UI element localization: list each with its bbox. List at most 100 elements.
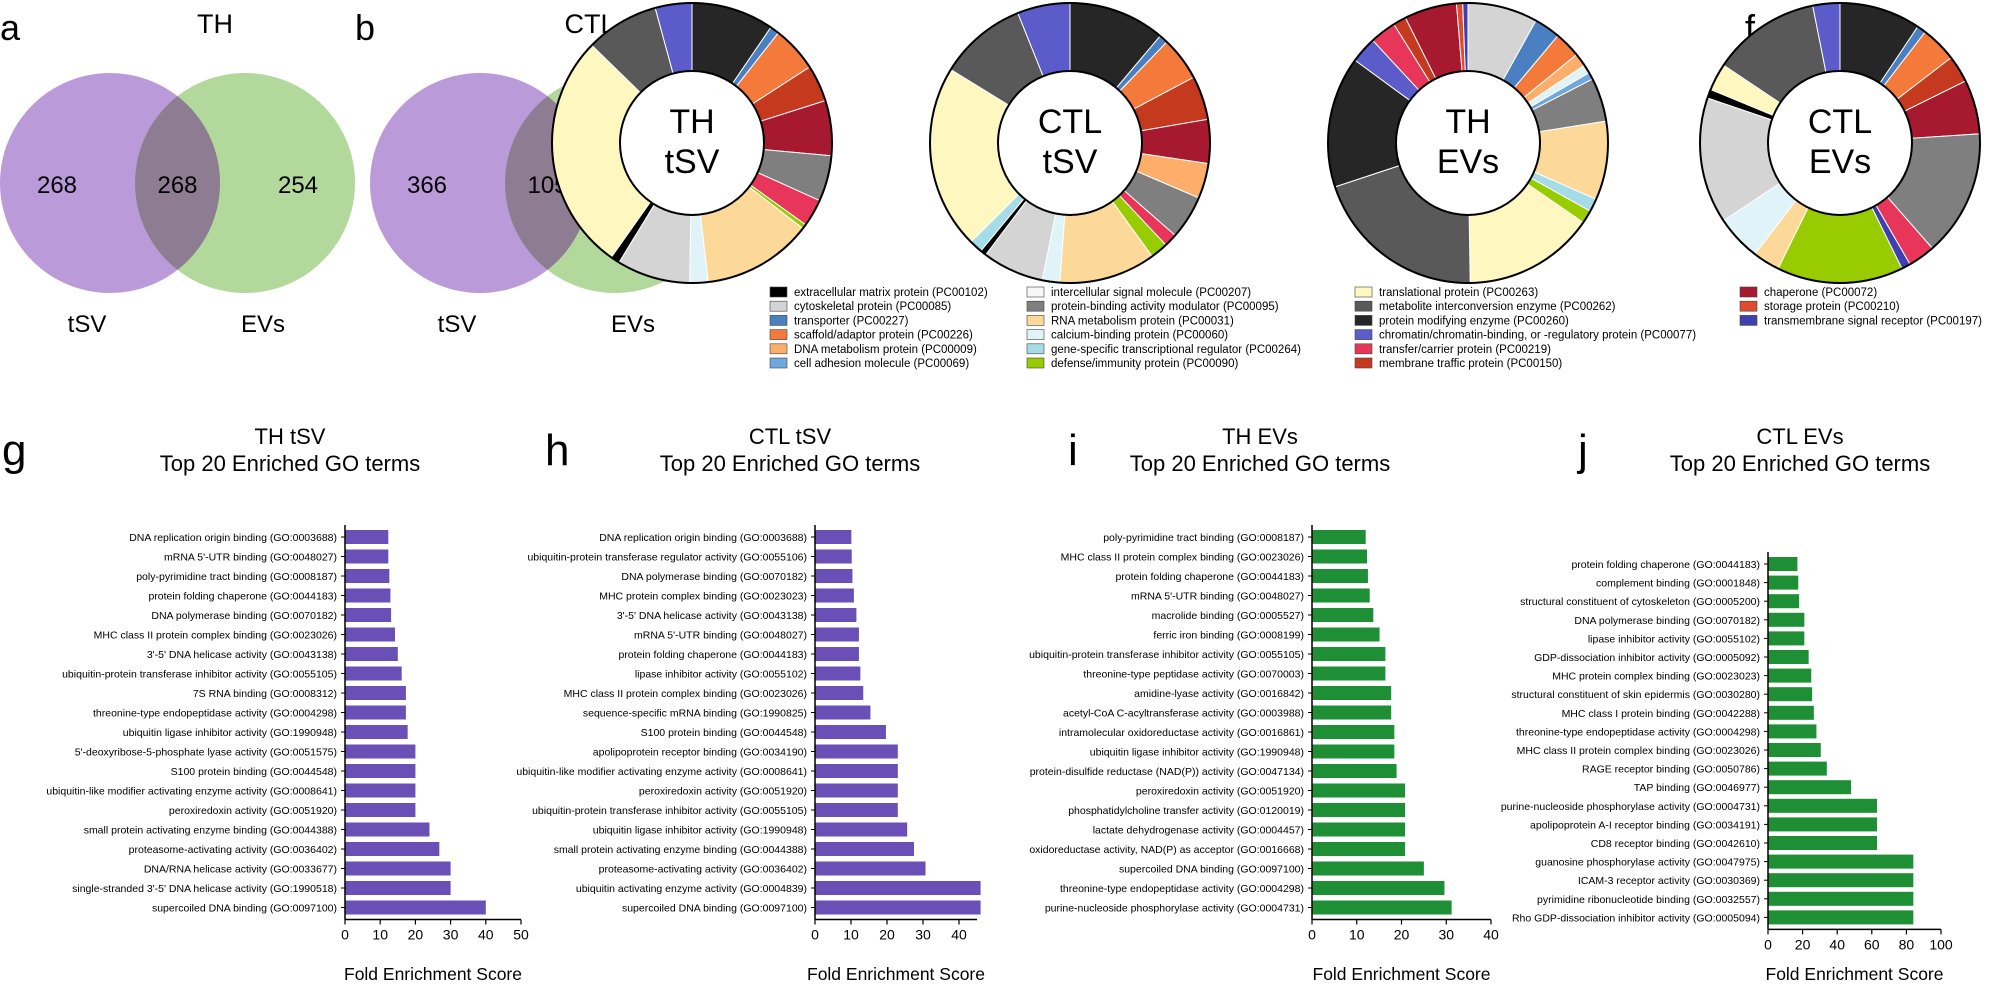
- x-tick-label: 20: [1394, 927, 1410, 943]
- bar: [1768, 631, 1805, 646]
- bar: [815, 647, 859, 661]
- bar: [345, 822, 430, 837]
- legend-swatch: [769, 357, 788, 369]
- x-tick-label: 80: [1899, 936, 1915, 952]
- donut-center-line1: CTL: [1038, 103, 1102, 141]
- legend-entry: metabolite interconversion enzyme (PC002…: [1354, 300, 1616, 313]
- legend-label: metabolite interconversion enzyme (PC002…: [1379, 301, 1616, 313]
- bar-category-label: proteasome-activating activity (GO:00364…: [599, 864, 807, 876]
- bar: [815, 627, 859, 642]
- bar: [1312, 822, 1406, 837]
- bar-category-label: intramolecular oxidoreductase activity (…: [1059, 727, 1304, 739]
- bar-category-label: S100 protein binding (GO:0044548): [171, 766, 337, 778]
- bar: [1768, 668, 1812, 683]
- donut-hole: [997, 70, 1143, 216]
- bar-category-label: single-stranded 3'-5' DNA helicase activ…: [72, 883, 337, 895]
- donut-center-line1: TH: [1445, 103, 1490, 141]
- bar: [815, 842, 914, 856]
- bar-category-label: small protein activating enzyme binding …: [84, 825, 337, 837]
- legend-entry: membrane traffic protein (PC00150): [1354, 357, 1562, 370]
- bar: [1768, 557, 1798, 571]
- bar-category-label: MHC class I protein binding (GO:0042288): [1562, 708, 1760, 720]
- legend-swatch: [1026, 357, 1045, 369]
- bar-category-label: ubiquitin-protein transferase regulator …: [527, 552, 807, 564]
- legend-label: transfer/carrier protein (PC00219): [1379, 344, 1551, 356]
- venn-label-tsv: tSV: [438, 311, 477, 338]
- bar: [345, 842, 440, 856]
- x-tick-label: 100: [1929, 936, 1953, 952]
- bar: [345, 725, 408, 739]
- bar-category-label: DNA polymerase binding (GO:0070182): [621, 571, 807, 583]
- x-tick-label: 40: [951, 927, 967, 943]
- bar: [815, 608, 857, 622]
- bar: [345, 783, 416, 798]
- bar-category-label: ubiquitin ligase inhibitor activity (GO:…: [123, 727, 337, 739]
- bar-category-label: ubiquitin activating enzyme activity (GO…: [576, 883, 807, 895]
- venn-label-tsv: tSV: [68, 311, 107, 338]
- donut-outer-ring: [551, 2, 833, 284]
- bar-category-label: ubiquitin-protein transferase inhibitor …: [62, 669, 337, 681]
- bar-category-label: peroxiredoxin activity (GO:0051920): [639, 786, 807, 798]
- bar: [1312, 549, 1368, 564]
- bar-category-label: purine-nucleoside phosphorylase activity…: [1045, 903, 1304, 915]
- bar: [815, 569, 853, 583]
- bar: [345, 549, 389, 564]
- bar: [1312, 842, 1406, 856]
- bar-category-label: MHC class II protein complex binding (GO…: [564, 688, 807, 700]
- bar-category-label: 5'-deoxyribose-5-phosphate lyase activit…: [75, 747, 337, 759]
- bar: [1312, 647, 1386, 661]
- bar-category-label: threonine-type endopeptidase activity (G…: [1516, 726, 1760, 738]
- legend-label: transporter (PC00227): [794, 315, 909, 327]
- donut-center-line1: CTL: [1808, 103, 1872, 141]
- bar-category-label: guanosine phosphorylase activity (GO:004…: [1535, 857, 1760, 869]
- bar-category-label: supercoiled DNA binding (GO:0097100): [1119, 864, 1304, 876]
- legend-swatch: [1354, 286, 1373, 298]
- bar-category-label: 3'-5' DNA helicase activity (GO:0043138): [147, 649, 337, 661]
- bar: [1312, 783, 1406, 798]
- donut-center-line1: TH: [669, 103, 714, 141]
- donut-d: dCTLtSV: [929, 2, 1211, 284]
- bar-category-label: DNA/RNA helicase activity (GO:0033677): [144, 864, 337, 876]
- panel-letter: h: [545, 426, 569, 475]
- bar-category-label: protein folding chaperone (GO:0044183): [1115, 571, 1304, 583]
- bar: [1768, 873, 1914, 888]
- bar: [1768, 743, 1821, 757]
- bar: [345, 881, 451, 895]
- bar: [815, 725, 886, 739]
- bar-category-label: lipase inhibitor activity (GO:0055102): [1588, 633, 1760, 645]
- bar: [1768, 761, 1827, 776]
- bar: [815, 549, 852, 564]
- donut-outer-ring: [1327, 2, 1609, 284]
- legend-entry: defense/immunity protein (PC00090): [1026, 357, 1238, 370]
- venn-title: TH: [197, 9, 233, 39]
- x-axis-title: Fold Enrichment Score: [1313, 964, 1491, 984]
- legend-entry: chaperone (PC00072): [1739, 286, 1877, 299]
- bar: [345, 705, 406, 720]
- bar-category-label: proteasome-activating activity (GO:00364…: [129, 844, 337, 856]
- bar: [815, 764, 898, 778]
- bar-category-label: pyrimidine ribonucleotide binding (GO:00…: [1537, 894, 1760, 906]
- bar: [815, 530, 852, 544]
- bar: [1312, 569, 1368, 583]
- legend-swatch: [1354, 300, 1373, 312]
- x-tick-label: 60: [1864, 936, 1880, 952]
- bar: [1768, 891, 1914, 906]
- x-tick-label: 0: [1764, 936, 1772, 952]
- x-tick-label: 30: [443, 927, 459, 943]
- x-tick-label: 40: [1829, 936, 1845, 952]
- bar: [1768, 594, 1800, 609]
- x-tick-label: 10: [843, 927, 859, 943]
- legend-swatch: [1739, 315, 1758, 326]
- x-tick-label: 30: [1438, 927, 1454, 943]
- legend-swatch: [1026, 329, 1045, 340]
- bar-category-label: structural constituent of skin epidermis…: [1511, 689, 1760, 701]
- bar-category-label: amidine-lyase activity (GO:0016842): [1134, 688, 1304, 700]
- bar-category-label: MHC class II protein complex binding (GO…: [1061, 552, 1304, 564]
- x-tick-label: 0: [341, 927, 349, 943]
- bar-category-label: mRNA 5'-UTR binding (GO:0048027): [164, 552, 337, 564]
- bar-category-label: MHC protein complex binding (GO:0023023): [599, 591, 807, 603]
- pie-legend: extracellular matrix protein (PC00102)cy…: [769, 286, 1982, 370]
- bar: [345, 588, 391, 603]
- bar: [815, 783, 898, 798]
